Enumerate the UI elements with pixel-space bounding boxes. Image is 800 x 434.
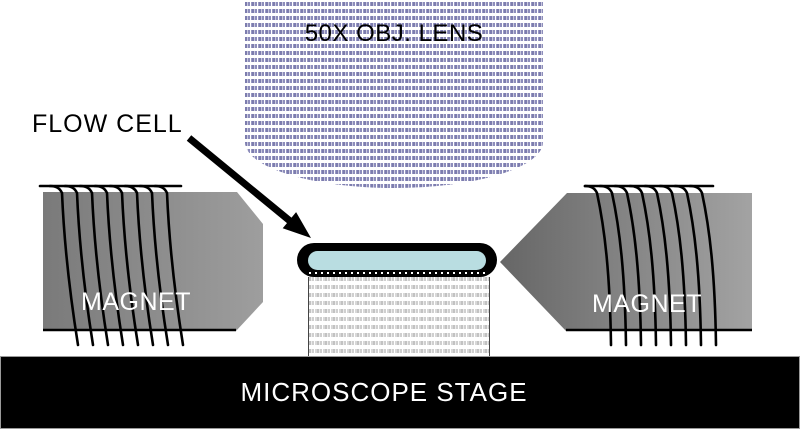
right-magnet-coil xyxy=(583,184,718,347)
right-magnet-body xyxy=(500,193,752,331)
flow-cell-stitch-marks xyxy=(309,272,485,274)
objective-lens: 50X OBJ. LENS xyxy=(245,2,543,188)
flow-cell xyxy=(297,243,497,277)
flow-cell-label: FLOW CELL xyxy=(32,110,183,138)
objective-lens-label: 50X OBJ. LENS xyxy=(304,20,484,47)
microscope-stage: MICROSCOPE STAGE xyxy=(0,356,800,429)
flow-cell-pedestal xyxy=(308,277,490,357)
left-magnet-label: MAGNET xyxy=(81,288,191,316)
microscope-stage-label: MICROSCOPE STAGE xyxy=(240,377,528,407)
left-magnet-coil xyxy=(38,184,185,347)
left-magnet xyxy=(38,184,263,347)
right-magnet xyxy=(500,184,752,347)
flow-cell-channel xyxy=(308,251,486,270)
flow-cell-arrow xyxy=(186,135,311,238)
right-magnet-label: MAGNET xyxy=(592,290,702,318)
left-magnet-body xyxy=(43,192,263,331)
